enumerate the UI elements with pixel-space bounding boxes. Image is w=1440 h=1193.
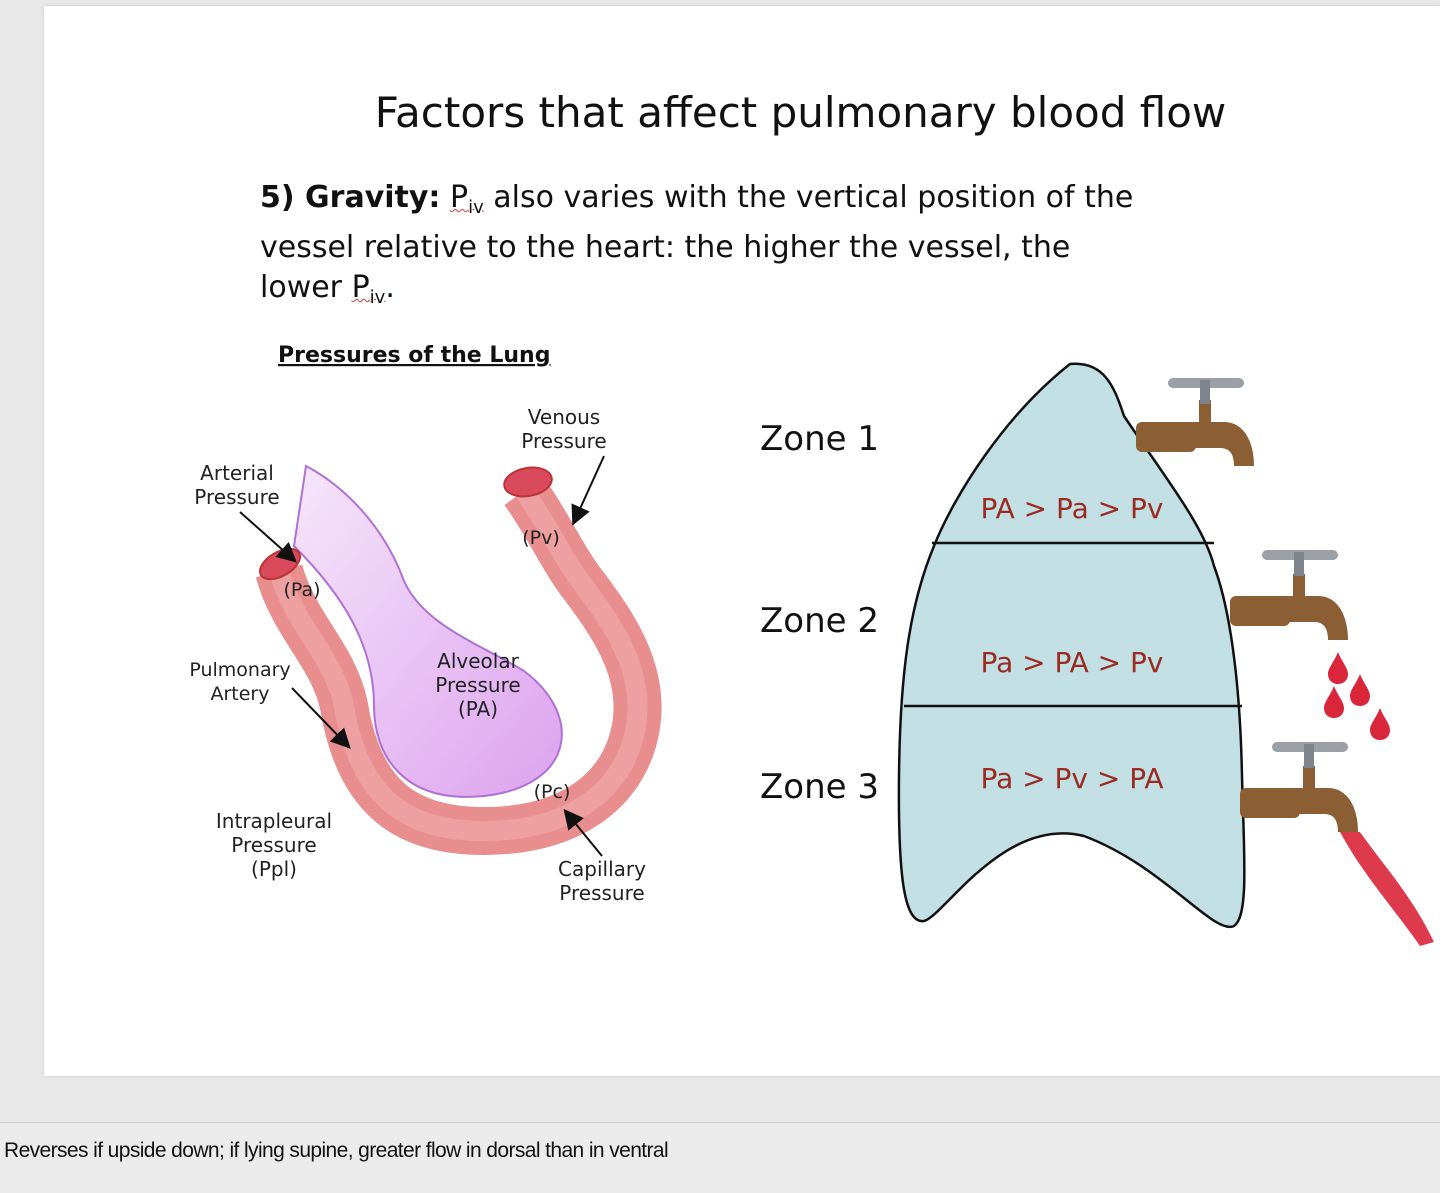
label-intra-2: Pressure: [231, 833, 316, 857]
label-arterial-1: Arterial: [200, 461, 274, 485]
label-alv-2: Pressure: [435, 673, 520, 697]
label-pc: (Pc): [534, 781, 571, 803]
p-iv-symbol-2: Piv: [351, 270, 386, 308]
zone-3-label: Zone 3: [760, 767, 879, 807]
faucet-icon-zone-2: [1230, 550, 1348, 640]
slide-bullet-text: 5) Gravity: Piv also varies with the ver…: [260, 180, 1134, 308]
slide-title: Factors that affect pulmonary blood flow: [374, 88, 1227, 137]
label-alv-1: Alveolar: [437, 649, 519, 673]
zone-2-equation: Pa > PA > Pv: [980, 646, 1163, 679]
label-cap-2: Pressure: [559, 881, 644, 905]
lung-shape: [897, 362, 1246, 929]
diagram-heading: Pressures of the Lung: [278, 343, 550, 368]
label-venous-1: Venous: [528, 405, 600, 429]
label-pv: (Pv): [522, 527, 560, 549]
faucet-icon-zone-1: [1136, 378, 1254, 466]
pressures-of-lung-diagram: Pressures of the Lung Venous Pressure Ar…: [189, 343, 662, 905]
label-cap-1: Capillary: [558, 857, 646, 881]
zone-1-label: Zone 1: [760, 419, 879, 459]
label-intra-3: (Ppl): [251, 857, 297, 881]
label-alv-3: (PA): [458, 697, 498, 721]
label-pa: (Pa): [283, 579, 320, 601]
label-arterial-2: Pressure: [194, 485, 279, 509]
label-venous-2: Pressure: [521, 429, 606, 453]
lung-zones-diagram: Zone 1 Zone 2 Zone 3 PA > Pa > Pv Pa > P…: [760, 362, 1434, 946]
blood-stream-icon: [1340, 832, 1434, 946]
venous-opening: [503, 466, 553, 498]
p-iv-symbol: Piv: [449, 180, 484, 218]
bullet-body: also varies with the vertical position o…: [260, 180, 1134, 305]
label-pulm-1: Pulmonary: [189, 659, 290, 681]
bullet-lead: 5) Gravity:: [260, 180, 441, 215]
slide-canvas[interactable]: Factors that affect pulmonary blood flow…: [44, 6, 1440, 1076]
faucet-icon-zone-3: [1240, 742, 1358, 832]
zone-1-equation: PA > Pa > Pv: [980, 492, 1163, 525]
label-intra-1: Intrapleural: [216, 809, 332, 833]
alveolus-shape: [292, 464, 563, 798]
blood-drop-icon: [1324, 652, 1390, 740]
speaker-notes-text[interactable]: Reverses if upside down; if lying supine…: [4, 1139, 669, 1162]
zone-3-equation: Pa > Pv > PA: [980, 762, 1163, 795]
zone-2-label: Zone 2: [760, 601, 879, 641]
speaker-notes-pane[interactable]: Reverses if upside down; if lying supine…: [0, 1122, 1440, 1193]
label-pulm-2: Artery: [210, 683, 269, 705]
